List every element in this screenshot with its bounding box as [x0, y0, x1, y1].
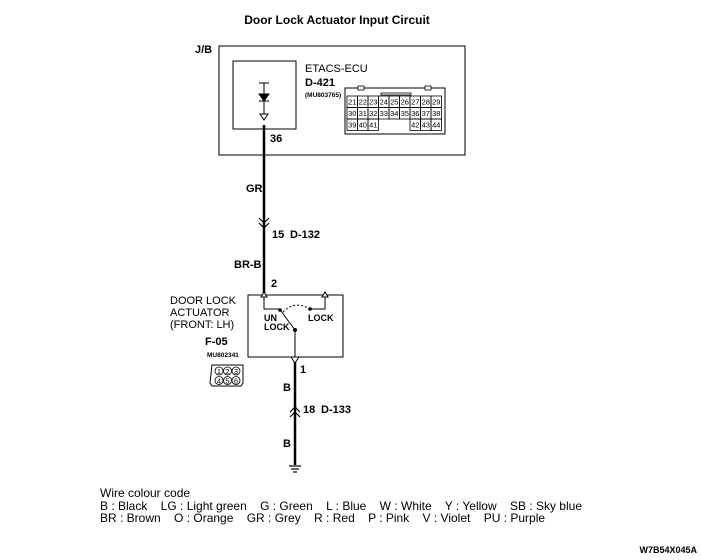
ecu-pin-label: 38 — [432, 109, 440, 118]
actuator-pin-label: 1 — [217, 367, 221, 376]
switch-lock-contact — [308, 307, 312, 311]
diagram-title: Door Lock Actuator Input Circuit — [244, 13, 430, 27]
ecu-pin-label: 31 — [359, 109, 367, 118]
ecu-pin-label: 44 — [432, 121, 440, 130]
junction-connector-d133: D-133 — [321, 404, 351, 416]
actuator-pin-label: 5 — [225, 376, 229, 385]
actuator-pin-circle — [231, 366, 241, 376]
actuator-connector-id: F-05 — [205, 336, 228, 348]
actuator-pin-label: 4 — [217, 376, 221, 385]
wire-colour-br-b: BR-B — [234, 259, 262, 271]
junction-mark-d133 — [289, 406, 301, 418]
ecu-connector-id: D-421 — [305, 77, 335, 89]
actuator-pin-circle — [223, 366, 232, 376]
wire-colour-b-lower: B — [283, 438, 291, 450]
actuator-pin-circle — [231, 376, 241, 385]
ecu-name: ETACS-ECU — [305, 63, 368, 75]
ecu-pin-label: 35 — [401, 109, 409, 118]
junction-pin-18: 18 — [303, 404, 315, 416]
ecu-pin-label: 28 — [422, 98, 430, 107]
legend-line-2: BR : Brown O : Orange GR : Grey R : Red … — [100, 511, 545, 525]
legend-line-1: B : Black LG : Light green G : Green L :… — [100, 499, 582, 513]
actuator-pin-circle — [214, 376, 224, 385]
switch-unlock-contact — [278, 308, 282, 312]
figure-code: W7B54X045A — [639, 545, 697, 555]
actuator-pin-label: 3 — [234, 367, 238, 376]
junction-mark-d132 — [258, 217, 270, 229]
actuator-pin-circle — [223, 376, 232, 385]
ecu-pin-label: 33 — [380, 109, 388, 118]
ecu-diode-symbol — [258, 82, 270, 121]
ecu-pin-label: 34 — [390, 109, 398, 118]
ecu-pin-label: 22 — [359, 98, 367, 107]
wire-colour-b-upper: B — [283, 382, 291, 394]
switch-unlock-label-1: UN — [264, 313, 277, 323]
actuator-name-line3: (FRONT: LH) — [170, 319, 234, 331]
ecu-pin-label: 30 — [348, 109, 356, 118]
ecu-pin-label: 43 — [422, 121, 430, 130]
actuator-name-line1: DOOR LOCK — [170, 295, 237, 307]
ecu-pin-cell — [367, 118, 379, 131]
jb-label: J/B — [195, 44, 212, 56]
actuator-part-number: MU802341 — [207, 352, 239, 359]
ecu-pin-label: 42 — [411, 121, 419, 130]
legend-heading: Wire colour code — [100, 486, 190, 500]
ecu-pin-label: 23 — [369, 98, 377, 107]
junction-pin-15: 15 — [272, 229, 284, 241]
ecu-pin-label: 25 — [390, 98, 398, 107]
ecu-pin-label: 40 — [359, 121, 367, 130]
ground-symbol — [289, 465, 301, 473]
ecu-output-pin-label: 36 — [270, 133, 282, 145]
switch-pivot-dot — [293, 328, 297, 332]
wire-colour-gr: GR — [246, 183, 263, 195]
ecu-pin-label: 32 — [369, 109, 377, 118]
junction-connector-d132: D-132 — [290, 229, 320, 241]
ecu-pin-label: 21 — [348, 98, 356, 107]
ecu-part-number: (MU803765) — [305, 92, 341, 99]
ecu-pin-label: 29 — [432, 98, 440, 107]
actuator-pin-circle — [214, 366, 224, 376]
ecu-pin-label: 24 — [380, 98, 388, 107]
junction-block-box — [218, 45, 466, 156]
switch-unlock-label-2: LOCK — [264, 322, 290, 332]
actuator-output-pin: 1 — [300, 364, 306, 376]
actuator-input-pin: 2 — [271, 278, 277, 290]
ecu-pin-cell — [430, 118, 442, 131]
switch-lock-label: LOCK — [308, 313, 334, 323]
ecu-pin-label: 36 — [411, 109, 419, 118]
actuator-pin-label: 6 — [234, 376, 238, 385]
actuator-pin-label: 2 — [225, 367, 229, 376]
ecu-pin-label: 39 — [348, 121, 356, 130]
actuator-name-line2: ACTUATOR — [170, 307, 230, 319]
ecu-pin-label: 26 — [401, 98, 409, 107]
ecu-pin-label: 27 — [411, 98, 419, 107]
ecu-pin-label: 37 — [422, 109, 430, 118]
ecu-pin-label: 41 — [369, 121, 377, 130]
actuator-switch — [260, 291, 329, 364]
